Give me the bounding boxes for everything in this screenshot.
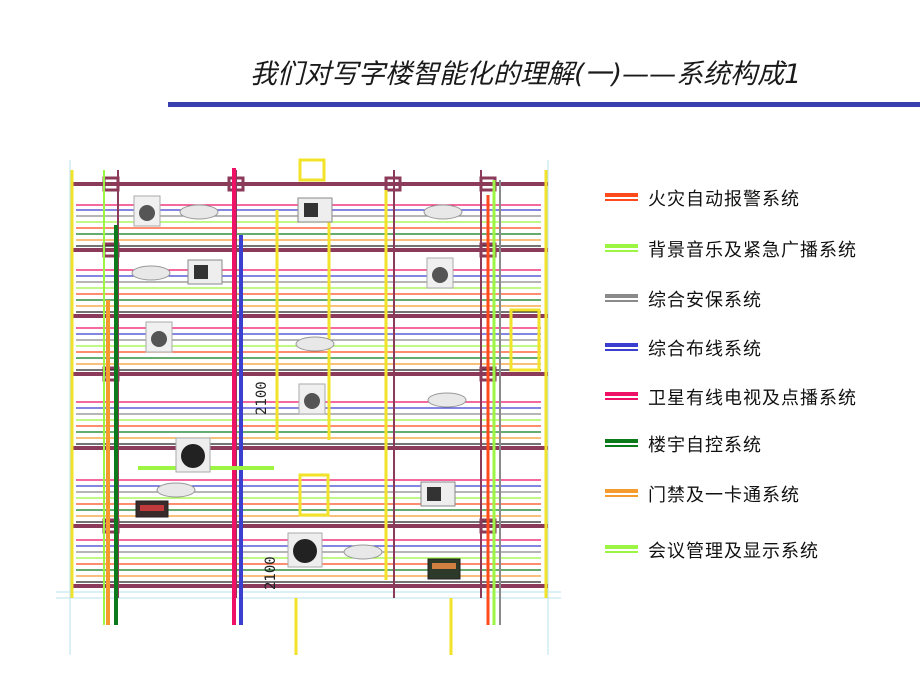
legend-item-background-music: 背景音乐及紧急广播系统 — [605, 236, 857, 262]
legend-item-access-control: 门禁及一卡通系统 — [605, 481, 800, 507]
legend-label: 火灾自动报警系统 — [648, 189, 800, 210]
dimension-label: 2100 — [254, 381, 270, 415]
legend-label: 综合安保系统 — [648, 290, 762, 311]
legend-item-security: 综合安保系统 — [605, 286, 762, 312]
legend-label: 背景音乐及紧急广播系统 — [648, 240, 857, 261]
legend-label: 门禁及一卡通系统 — [648, 485, 800, 506]
dimension-label: 2100 — [263, 556, 279, 590]
legend-item-fire-alarm: 火灾自动报警系统 — [605, 185, 800, 211]
legend-item-conference: 会议管理及显示系统 — [605, 537, 819, 563]
legend-item-bas: 楼宇自控系统 — [605, 431, 762, 457]
legend-label: 楼宇自控系统 — [648, 435, 762, 456]
legend-swatch — [605, 545, 638, 555]
legend-swatch — [605, 294, 638, 304]
legend-label: 会议管理及显示系统 — [648, 541, 819, 562]
legend-item-catv: 卫星有线电视及点播系统 — [605, 384, 857, 410]
floor-plan-diagram: 2100 2100 — [56, 158, 561, 655]
legend-label: 卫星有线电视及点播系统 — [648, 388, 857, 409]
legend-swatch — [605, 244, 638, 254]
title-underline — [168, 102, 920, 107]
legend-swatch — [605, 193, 638, 203]
legend-item-cabling: 综合布线系统 — [605, 335, 762, 361]
legend-swatch — [605, 343, 638, 353]
legend-swatch — [605, 392, 638, 402]
legend-swatch — [605, 489, 638, 499]
page-title: 我们对写字楼智能化的理解(一)——系统构成1 — [250, 59, 802, 90]
legend-label: 综合布线系统 — [648, 339, 762, 360]
legend-swatch — [605, 439, 638, 449]
